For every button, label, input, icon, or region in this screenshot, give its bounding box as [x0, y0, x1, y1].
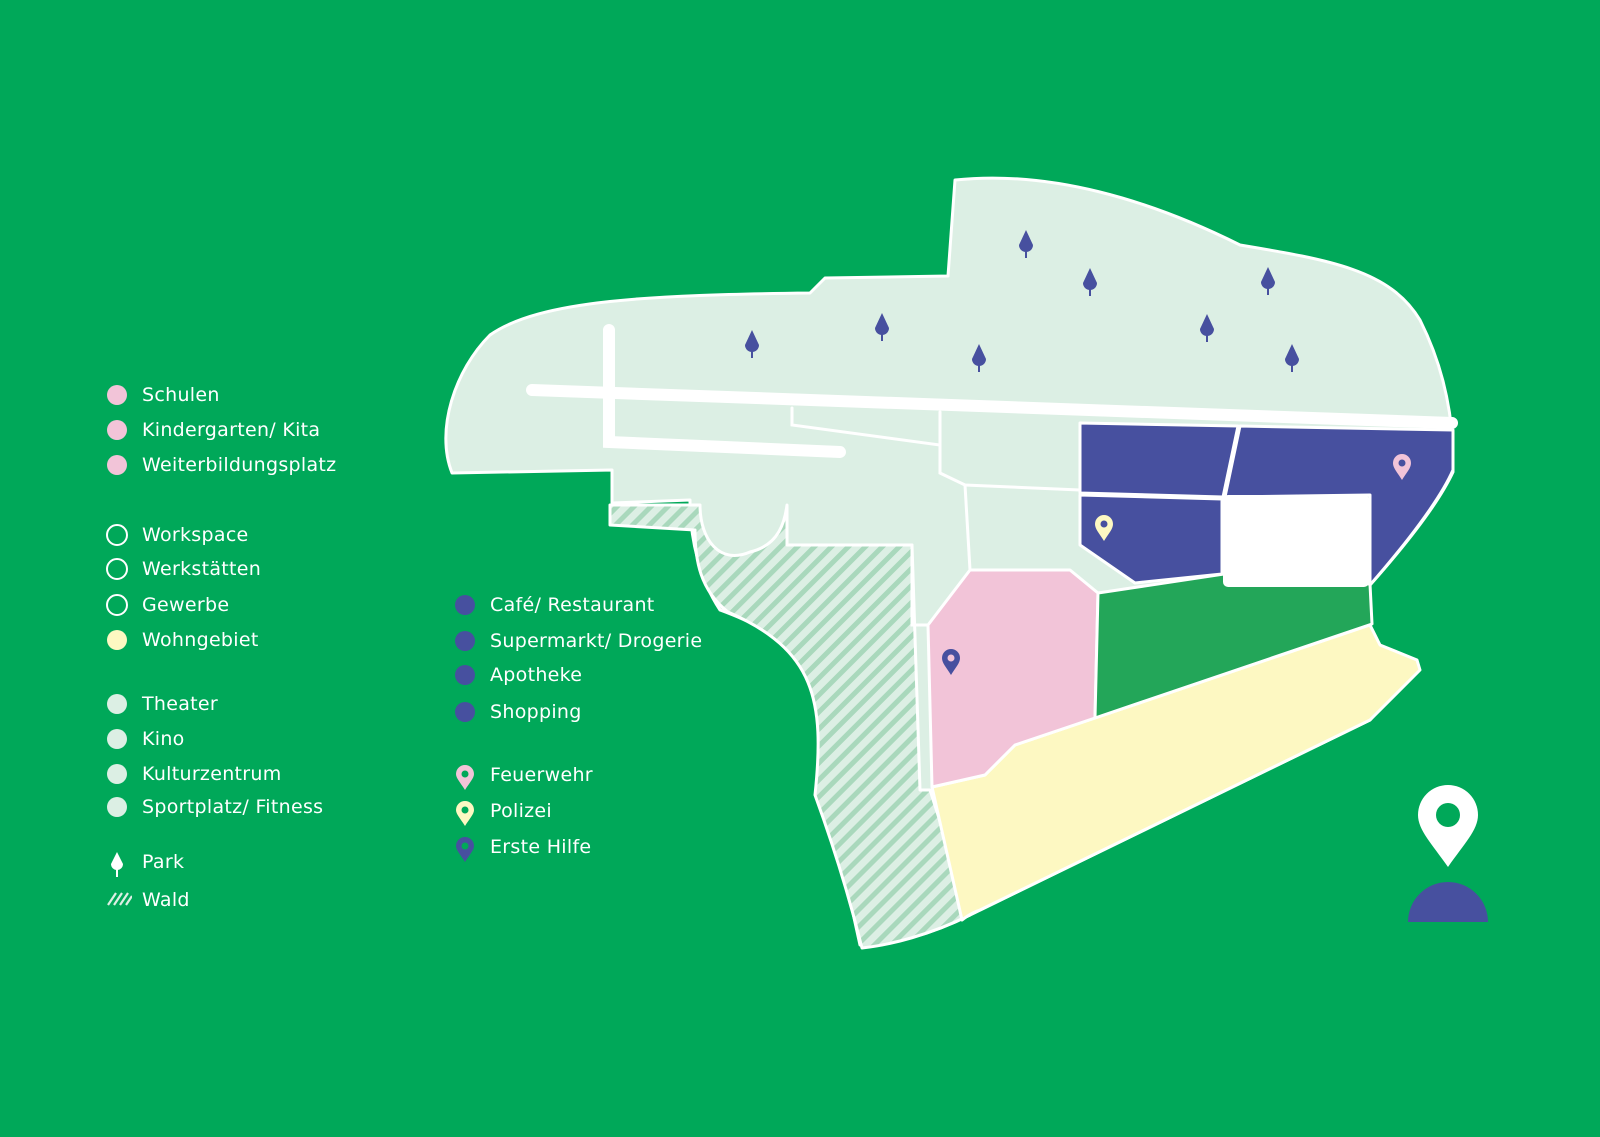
legend-label: Sportplatz/ Fitness	[142, 796, 324, 818]
zone-versorgung-1	[1078, 421, 1240, 499]
legend-label: Kulturzentrum	[142, 763, 282, 785]
legend-label: Polizei	[490, 800, 553, 822]
tree-icon	[1200, 314, 1214, 342]
pin-icon	[454, 836, 476, 862]
legend-dot-icon	[106, 558, 128, 580]
tree-icon	[1019, 230, 1033, 258]
legend-label: Feuerwehr	[490, 764, 593, 786]
legend-dot-icon	[454, 701, 476, 723]
legend-dot-icon	[106, 763, 128, 785]
pin-icon	[454, 764, 476, 790]
legend-dot-icon	[454, 630, 476, 652]
legend-label: Schulen	[142, 384, 220, 406]
legend-dot-icon	[106, 693, 128, 715]
legend-dot-icon	[106, 594, 128, 616]
tree-icon	[875, 313, 889, 341]
legend-label: Erste Hilfe	[490, 836, 592, 858]
legend-label: Workspace	[142, 524, 249, 546]
tree-icon	[1285, 344, 1299, 372]
legend-dot-icon	[106, 524, 128, 546]
zone-wohngebiet	[930, 623, 1422, 922]
legend-label: Weiterbildungsplatz	[142, 454, 337, 476]
legend-dot-icon	[106, 384, 128, 406]
map-pins	[942, 454, 1411, 675]
legend-dot-icon	[106, 796, 128, 818]
legend-dot-icon	[106, 629, 128, 651]
zone-workspace	[1223, 495, 1369, 587]
legend-dot-icon	[106, 419, 128, 441]
park-trees	[745, 230, 1299, 372]
location-base-icon	[1408, 882, 1488, 922]
block-lines	[790, 406, 1082, 627]
legend-label: Wald	[142, 889, 190, 911]
pin-icon-feuerwehr[interactable]	[1393, 454, 1411, 480]
legend-label: Apotheke	[490, 664, 583, 686]
pin-icon-erste-hilfe[interactable]	[942, 649, 960, 675]
legend-label: Theater	[142, 693, 219, 715]
legend-dot-icon	[454, 594, 476, 616]
current-location[interactable]	[1408, 785, 1488, 922]
legend-label: Shopping	[490, 701, 582, 723]
roads	[526, 324, 1458, 458]
legend-label: Werkstätten	[142, 558, 262, 580]
legend-label: Wohngebiet	[142, 629, 259, 651]
legend-label: Park	[142, 851, 185, 873]
legend-label: Supermarkt/ Drogerie	[490, 630, 703, 652]
pin-icon	[454, 800, 476, 826]
pin-icon-polizei[interactable]	[1095, 515, 1113, 541]
hatch-icon	[106, 889, 133, 911]
legend-label: Café/ Restaurant	[490, 594, 655, 616]
legend-label: Kindergarten/ Kita	[142, 419, 321, 441]
tree-icon	[745, 330, 759, 358]
tree-icon	[1083, 268, 1097, 296]
legend-label: Gewerbe	[142, 594, 230, 616]
legend-dot-icon	[106, 728, 128, 750]
zone-versorgung-3	[1078, 493, 1224, 585]
legend-dot-icon	[106, 454, 128, 476]
tree-icon	[972, 344, 986, 372]
legend-dot-icon	[454, 664, 476, 686]
tree-icon	[106, 851, 128, 877]
tree-icon	[1261, 267, 1275, 295]
zone-wald	[608, 503, 972, 950]
legend-label: Kino	[142, 728, 185, 750]
location-pin-hole	[1436, 803, 1460, 827]
